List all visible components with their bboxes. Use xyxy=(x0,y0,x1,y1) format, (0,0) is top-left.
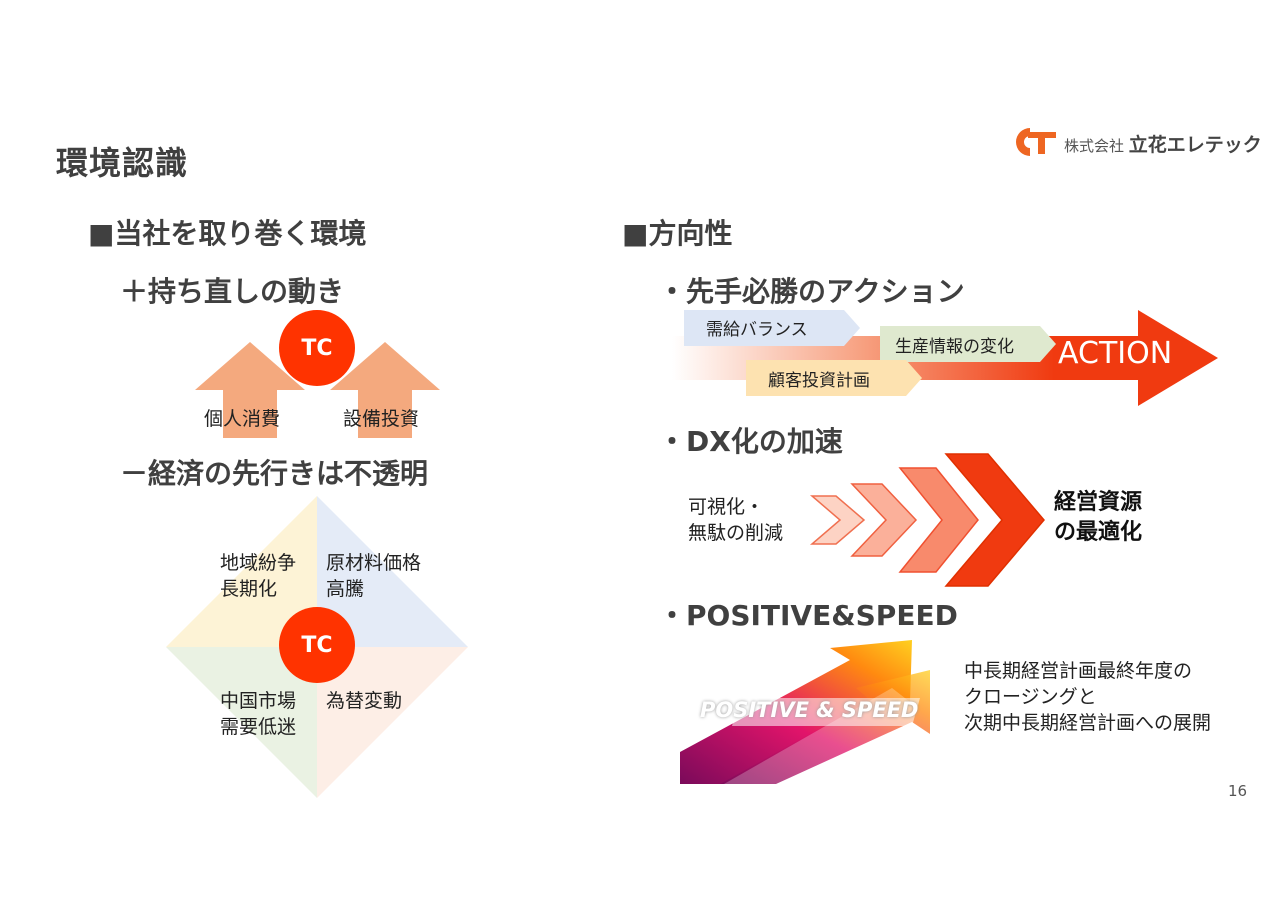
positive-speed-description: 中長期経営計画最終年度の クロージングと 次期中長期経営計画への展開 xyxy=(964,658,1211,736)
description-line: クロージングと xyxy=(964,686,1097,708)
tag-customer-plan xyxy=(746,360,922,396)
page-title: 環境認識 xyxy=(56,144,189,182)
environment-heading: ■当社を取り巻く環境 xyxy=(88,217,367,250)
dx-from-line: 無駄の削減 xyxy=(688,522,784,544)
quadrant-label-regional-conflict: 地域紛争 長期化 xyxy=(220,550,296,602)
quadrant-label-exchange-rate: 為替変動 xyxy=(326,688,402,714)
tag-supply-demand-label: 需給バランス xyxy=(706,320,808,340)
positive-speed-image-text: POSITIVE & SPEED xyxy=(700,698,919,722)
page-number: 16 xyxy=(1228,782,1248,800)
dx-from-text: 可視化・ 無駄の削減 xyxy=(688,494,783,546)
dx-to-text: 経営資源 の最適化 xyxy=(1054,488,1142,548)
logo-prefix: 株式会社 xyxy=(1064,137,1125,155)
action-heading: ・先手必勝のアクション xyxy=(658,275,965,308)
dx-to-line: の最適化 xyxy=(1054,520,1143,545)
tag-supply-demand xyxy=(684,310,860,346)
logo-mark-icon xyxy=(1016,128,1056,156)
dx-chevrons-icon xyxy=(809,453,1045,587)
action-label: ACTION xyxy=(1058,336,1173,371)
logo-text: 株式会社 立花エレテック xyxy=(1064,130,1262,157)
quadrant-bottom-right xyxy=(317,647,468,798)
consumption-label: 個人消費 xyxy=(204,408,281,430)
dx-heading: ・DX化の加速 xyxy=(658,425,843,458)
quadrant-label-china-market: 中国市場 需要低迷 xyxy=(220,688,296,740)
description-line: 次期中長期経営計画への展開 xyxy=(964,712,1212,734)
quadrant-line: 高騰 xyxy=(326,578,365,600)
company-logo: 株式会社 立花エレテック xyxy=(1012,126,1262,160)
quadrant-line: 中国市場 xyxy=(220,690,297,712)
dx-from-line: 可視化・ xyxy=(688,496,765,518)
description-line: 中長期経営計画最終年度の xyxy=(964,660,1193,682)
tag-customer-plan-label: 顧客投資計画 xyxy=(768,371,870,391)
positive-speed-image xyxy=(680,640,930,784)
quadrant-top-left xyxy=(166,496,317,647)
positive-heading: ＋持ち直しの動き xyxy=(120,275,345,308)
quadrant-line: 原材料価格 xyxy=(326,552,422,574)
quadrant-line: 需要低迷 xyxy=(220,716,297,738)
quadrant-top-right xyxy=(317,496,468,647)
dx-to-line: 経営資源 xyxy=(1054,490,1143,515)
risk-diamond xyxy=(166,496,468,798)
investment-up-arrow-icon xyxy=(330,342,440,438)
quadrant-line: 地域紛争 xyxy=(220,552,297,574)
positive-speed-heading: ・POSITIVE&SPEED xyxy=(658,599,958,632)
quadrant-bottom-left xyxy=(166,647,317,798)
negative-heading: －経済の先行きは不透明 xyxy=(120,457,429,490)
tag-production-info xyxy=(880,326,1056,362)
investment-label: 設備投資 xyxy=(343,408,420,430)
quadrant-label-raw-material: 原材料価格 高騰 xyxy=(326,550,421,602)
tag-production-info-label: 生産情報の変化 xyxy=(895,337,1014,357)
tc-badge-positive: TC xyxy=(279,310,355,386)
tc-badge-negative: TC xyxy=(279,607,355,683)
quadrant-line: 為替変動 xyxy=(326,690,403,712)
logo-name: 立花エレテック xyxy=(1128,134,1262,156)
quadrant-line: 長期化 xyxy=(220,578,278,600)
consumption-up-arrow-icon xyxy=(195,342,305,438)
direction-heading: ■方向性 xyxy=(622,217,733,250)
